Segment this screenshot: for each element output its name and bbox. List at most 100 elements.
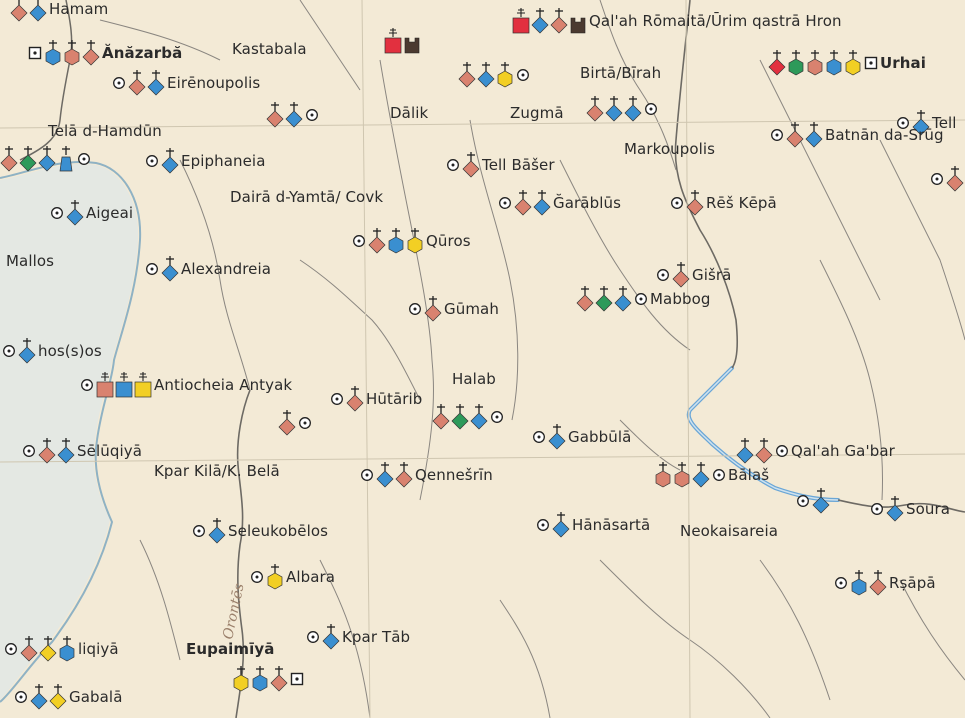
place-hutarib[interactable]: Hūtārib: [330, 386, 422, 412]
place-hamam[interactable]: Hamam: [10, 0, 108, 22]
place-label: Qal'ah Rōmaitā/Ūrim qastrā Hron: [589, 12, 842, 30]
place-label: Qūros: [426, 232, 471, 250]
place-label: Dairā d-Yamtā/ Covk: [230, 188, 384, 206]
diamond-symbol: [514, 190, 532, 216]
place-gumah[interactable]: Gūmah: [408, 296, 499, 322]
place-label: Gišrā: [692, 266, 732, 284]
bishopric-symbols: [96, 372, 152, 398]
place-mallos[interactable]: Mallos: [6, 252, 54, 270]
town-circle-icon: [635, 293, 647, 305]
diamond-symbol: [605, 96, 623, 122]
diamond-symbol: [462, 152, 480, 178]
place-eirenoupolis[interactable]: Eirēnoupolis: [112, 70, 260, 96]
place-label: Urhai: [880, 54, 927, 72]
town-circle-icon: [797, 495, 809, 507]
place-qalah-romaita[interactable]: Qal'ah Rōmaitā/Ūrim qastrā Hron: [512, 8, 842, 34]
place-aigeai[interactable]: Aigeai: [50, 200, 133, 226]
town-circle-icon: [78, 153, 90, 165]
diamond-symbol: [812, 488, 830, 514]
diamond-symbol: [395, 462, 413, 488]
place-hanasarta[interactable]: Hānāsartā: [536, 512, 650, 538]
place-balas[interactable]: Bālaš: [654, 462, 769, 488]
place-top-fort[interactable]: [384, 28, 421, 54]
place-alexandreia[interactable]: Alexandreia: [145, 256, 271, 282]
place-qalah-gabar[interactable]: Qal'ah Ga'bar: [736, 438, 895, 464]
place-gabala[interactable]: Gabalā: [14, 684, 123, 710]
place-rhosos[interactable]: hos(s)os: [2, 338, 102, 364]
place-halab-syms[interactable]: [432, 404, 504, 430]
place-eupaimiya-syms[interactable]: [232, 666, 304, 692]
place-antiocheia[interactable]: Antiocheia Antyak: [80, 372, 292, 398]
place-urhai[interactable]: Urhai: [768, 50, 926, 76]
place-west-bishops[interactable]: [0, 146, 91, 172]
place-neokaisareia[interactable]: Neokaisareia: [680, 522, 778, 540]
bishopric-symbols: [266, 102, 303, 128]
hexagon-symbol: [388, 228, 404, 254]
place-rsapa[interactable]: Rṣāpā: [834, 570, 936, 596]
bishopric-symbols: [128, 70, 165, 96]
place-quros[interactable]: Qūros: [352, 228, 471, 254]
diamond-symbol: [886, 496, 904, 522]
place-albara[interactable]: Albara: [250, 564, 335, 590]
place-gabbula[interactable]: Gabbūlā: [532, 424, 631, 450]
place-gisra[interactable]: Gišrā: [656, 262, 731, 288]
place-tela-syms[interactable]: [266, 102, 319, 128]
place-seleukobelos[interactable]: Seleukobēlos: [192, 518, 328, 544]
place-anazarba[interactable]: Ănăzarbă: [28, 40, 182, 66]
place-dalik[interactable]: Dālik: [390, 104, 428, 122]
bishopric-symbols: [424, 296, 442, 322]
square-symbol: [384, 28, 402, 54]
place-markoupolis[interactable]: Markoupolis: [624, 140, 715, 158]
bishopric-symbols: [161, 148, 179, 174]
place-epiphaneia[interactable]: Epiphaneia: [145, 148, 265, 174]
bishopric-symbols: [850, 570, 887, 596]
place-tell-east[interactable]: Tell: [896, 110, 957, 136]
place-tell-baser[interactable]: Tell Bāšer: [446, 152, 555, 178]
diamond-symbol: [39, 636, 57, 662]
diamond-symbol: [66, 200, 84, 226]
place-daira[interactable]: Dairā d-Yamtā/ Covk: [230, 188, 383, 206]
city-square-icon: [864, 56, 878, 70]
place-kpar-kila[interactable]: Kpar Kilā/K. Belā: [154, 462, 280, 480]
bishopric-symbols: [768, 50, 862, 76]
orontes-label: Orontēs: [220, 582, 247, 641]
place-laodikeia[interactable]: liqiyā: [4, 636, 119, 662]
hexagon-symbol: [407, 228, 423, 254]
fortress-symbol: [404, 37, 420, 54]
place-eupaimiya[interactable]: Eupaimīyā: [186, 640, 275, 658]
place-neok-syms[interactable]: [796, 488, 830, 514]
bishopric-symbols: [514, 190, 551, 216]
place-tela[interactable]: Telā d-Hamdūn: [48, 122, 162, 140]
place-kpar-tab[interactable]: Kpar Tāb: [306, 624, 410, 650]
place-soura[interactable]: Soura: [870, 496, 950, 522]
place-batnan[interactable]: Batnān da-Srūg: [770, 122, 944, 148]
pyramos-river: [19, 0, 73, 161]
bell-symbol: [59, 146, 73, 172]
place-hutarib-2[interactable]: [278, 410, 312, 436]
hexagon-symbol: [497, 62, 513, 88]
diamond-symbol: [768, 50, 786, 76]
place-east-edge[interactable]: [930, 166, 964, 192]
city-square-icon: [28, 46, 42, 60]
diamond-symbol: [368, 228, 386, 254]
place-halab[interactable]: Halab: [452, 370, 496, 388]
place-label: Kastabala: [232, 40, 307, 58]
place-kastabala[interactable]: Kastabala: [232, 40, 307, 58]
place-zugma[interactable]: Zugmā: [510, 104, 564, 122]
diamond-symbol: [38, 438, 56, 464]
place-dalik-syms[interactable]: [458, 62, 530, 88]
place-birta[interactable]: Birtā/Bīrah: [580, 64, 661, 82]
hexagon-symbol: [826, 50, 842, 76]
place-label: Telā d-Hamdūn: [48, 122, 162, 140]
place-qennesrin[interactable]: Qennešrīn: [360, 462, 493, 488]
place-mabbog[interactable]: Mabbog: [576, 286, 710, 312]
place-birta-syms[interactable]: [586, 96, 658, 122]
diamond-symbol: [946, 166, 964, 192]
place-seluqiya[interactable]: Sēlūqiyā: [22, 438, 142, 464]
place-res-kepa[interactable]: Rēš Kēpā: [670, 190, 777, 216]
place-garablus[interactable]: Ğarāblūs: [498, 190, 621, 216]
hexagon-symbol: [655, 462, 671, 488]
town-circle-icon: [835, 577, 847, 589]
